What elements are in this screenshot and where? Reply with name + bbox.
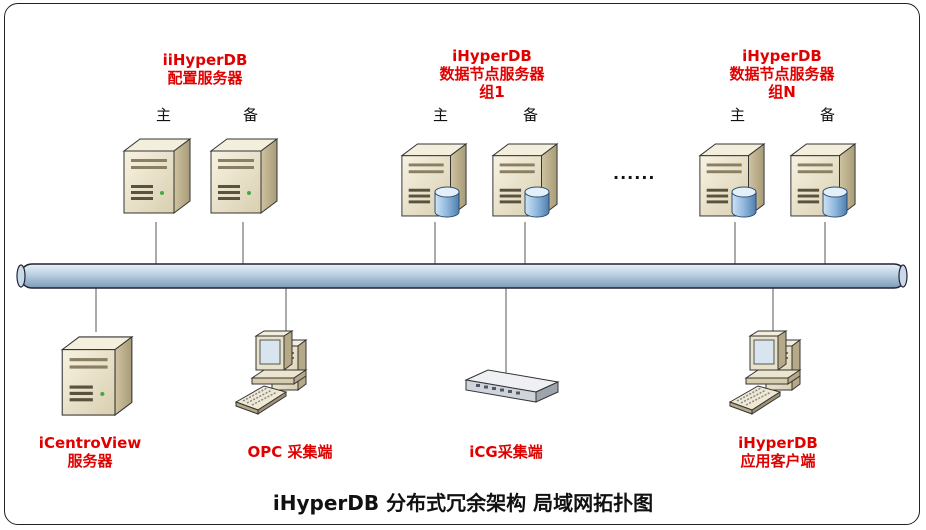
diagram-title: iHyperDB 分布式冗余架构 局域网拓扑图 [272,491,654,515]
config-server-label: iiHyperDB 配置服务器 [150,51,260,87]
icentroview-label-line1: iCentroView [38,434,142,452]
config-server-label-line1: iiHyperDB [162,51,248,69]
network-bus [16,263,908,289]
node1-primary-role: 主 [433,106,449,124]
node-groupN-label-line2: 数据节点服务器 [729,65,835,83]
node-groupN-label-line1: iHyperDB [742,47,822,65]
ellipsis: ...... [613,164,656,183]
opc-label-line1: OPC 采集端 [247,443,333,461]
client-label-line1: iHyperDB [738,434,818,452]
node-groupN-label: iHyperDB 数据节点服务器 组N [712,47,852,101]
node1-primary-db-icon [434,186,460,218]
connector-lines [95,222,826,375]
opc-workstation-icon [235,330,307,415]
icg-label-line1: iCG采集端 [469,443,543,461]
client-label-line2: 应用客户端 [740,452,816,470]
node1-backup-role: 备 [523,106,539,124]
node-group1-label-line3: 组1 [479,83,505,101]
config-backup-server-icon [210,138,278,214]
node-group1-label-line1: iHyperDB [452,47,532,65]
icentroview-label-line2: 服务器 [67,452,113,470]
node-group1-label: iHyperDB 数据节点服务器 组1 [422,47,562,101]
config-primary-server-icon [123,138,191,214]
nodeN-primary-db-icon [731,186,757,218]
node1-backup-db-icon [524,186,550,218]
icentroview-server-icon [61,336,133,416]
node-group1-label-line2: 数据节点服务器 [439,65,545,83]
node-groupN-label-line3: 组N [768,83,796,101]
client-label: iHyperDB 应用客户端 [718,434,838,470]
config-primary-role: 主 [156,106,172,124]
icg-label: iCG采集端 [446,443,566,461]
nodeN-primary-role: 主 [730,106,746,124]
config-backup-role: 备 [243,106,259,124]
opc-label: OPC 采集端 [230,443,350,461]
nodeN-backup-db-icon [822,186,848,218]
config-server-label-line2: 配置服务器 [167,69,243,87]
icentroview-label: iCentroView 服务器 [30,434,150,470]
client-workstation-icon [729,330,801,415]
diagram-frame [4,3,920,525]
nodeN-backup-role: 备 [820,106,836,124]
icg-switch-icon [465,369,559,403]
